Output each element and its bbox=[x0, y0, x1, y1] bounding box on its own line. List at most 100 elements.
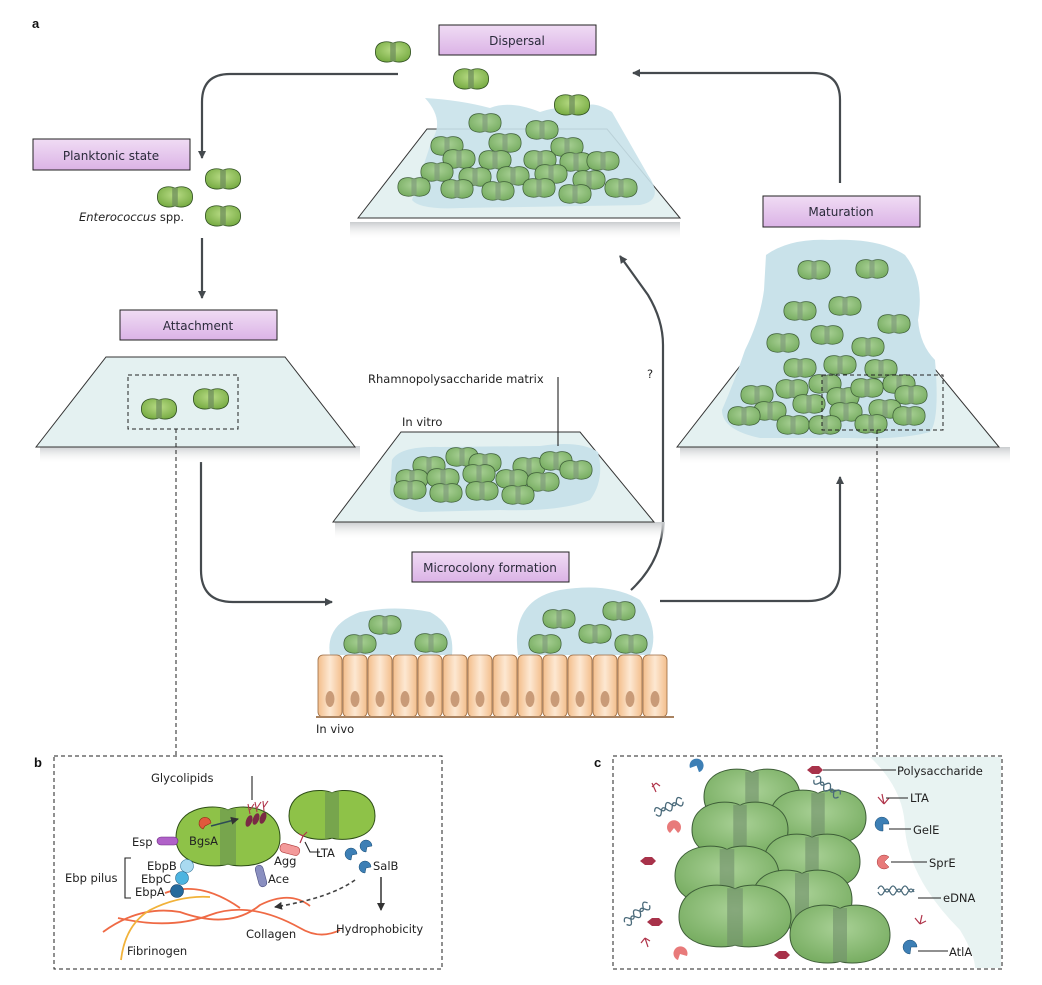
edna-icon bbox=[813, 775, 842, 799]
epithelial-cell bbox=[367, 654, 393, 718]
cell-nucleus bbox=[350, 691, 360, 707]
epithelial-cell bbox=[592, 654, 618, 718]
bgsa-arrow bbox=[210, 816, 239, 827]
biofilm-bacterium bbox=[678, 884, 792, 948]
in-vivo-label: In vivo bbox=[316, 722, 354, 736]
epithelial-cell bbox=[317, 654, 343, 718]
lta-leader bbox=[304, 841, 320, 853]
planktonic-cell bbox=[156, 186, 194, 208]
cell-nucleus bbox=[525, 691, 535, 707]
planktonic-label: Planktonic state bbox=[63, 149, 159, 163]
epithelial-cell bbox=[392, 654, 418, 718]
cycle-arrows: ? bbox=[198, 69, 844, 606]
glycolipids-icon bbox=[245, 800, 269, 827]
collagen-label: Collagen bbox=[246, 927, 296, 941]
salb-label: SalB bbox=[373, 859, 399, 873]
attachment-cell bbox=[140, 398, 178, 420]
ebpb-label: EbpB bbox=[147, 859, 177, 873]
cell-nucleus bbox=[550, 691, 560, 707]
microcolony-stage: Microcolony formation In vivo bbox=[316, 551, 674, 736]
agg-label: Agg bbox=[274, 854, 296, 868]
polysaccharide-icon bbox=[807, 766, 823, 774]
ebpa-label: EbpA bbox=[135, 885, 165, 899]
collagen-fiber bbox=[117, 908, 341, 936]
panel-b-letter: b bbox=[34, 755, 42, 770]
cell-nucleus bbox=[575, 691, 585, 707]
epithelial-cell bbox=[417, 654, 443, 718]
gele-icon bbox=[689, 758, 704, 773]
fibrinogen-fiber bbox=[120, 895, 211, 961]
attachment-stage: Attachment bbox=[34, 309, 360, 755]
salb-to-collagen-arrow bbox=[274, 879, 356, 910]
lta-label-c: LTA bbox=[910, 791, 929, 805]
cell-nucleus bbox=[475, 691, 485, 707]
bgsa-icon bbox=[198, 817, 212, 830]
cell-nucleus bbox=[600, 691, 610, 707]
in-vitro-shadow bbox=[335, 522, 665, 540]
atla-label: AtlA bbox=[949, 945, 972, 959]
maturation-shadow bbox=[680, 447, 1010, 465]
esp-icon bbox=[156, 836, 179, 846]
lta-icon bbox=[298, 831, 308, 844]
lta-icon bbox=[640, 937, 651, 948]
cell-nucleus bbox=[500, 691, 510, 707]
ebpb-icon bbox=[180, 859, 194, 873]
spre-icon bbox=[667, 820, 682, 833]
biofilm-bacterium bbox=[769, 789, 867, 845]
attachment-cell bbox=[192, 388, 230, 410]
cell-nucleus bbox=[425, 691, 435, 707]
arrow-attachment-to-microcolony bbox=[199, 462, 333, 606]
lta-label-b: LTA bbox=[316, 846, 335, 860]
species-suffix: spp. bbox=[156, 210, 184, 224]
polysaccharide-icon bbox=[774, 951, 790, 959]
planktonic-stage: Planktonic state Enterococcus spp. bbox=[32, 138, 242, 227]
neighbour-bacterium bbox=[288, 790, 376, 840]
spre-label: SprE bbox=[929, 856, 956, 870]
in-vitro-label: In vitro bbox=[402, 415, 442, 429]
arrow-maturation-to-dispersal bbox=[632, 69, 842, 183]
ebp-pilus-label: Ebp pilus bbox=[65, 871, 118, 885]
ace-label: Ace bbox=[268, 872, 289, 886]
in-vitro-stage: Rhamnopolysaccharide matrix In vitro bbox=[331, 372, 665, 540]
cell-nucleus bbox=[650, 691, 660, 707]
panel-c: c Polysaccharide LTA GelE SprE eDNA AtlA bbox=[594, 755, 1003, 970]
collagen-fiber bbox=[102, 896, 311, 933]
epithelial-cell bbox=[642, 654, 668, 718]
edna-icon bbox=[623, 901, 651, 926]
cell-nucleus bbox=[625, 691, 635, 707]
epithelial-cell bbox=[517, 654, 543, 718]
ebpc-label: EbpC bbox=[141, 872, 171, 886]
maturation-stage: Maturation bbox=[675, 195, 1010, 755]
panel-c-letter: c bbox=[594, 755, 601, 770]
dispersal-stage: Dispersal bbox=[350, 24, 682, 240]
ebpa-icon bbox=[170, 884, 184, 898]
cell-nucleus bbox=[375, 691, 385, 707]
microcolony-label: Microcolony formation bbox=[423, 561, 557, 575]
edna-icon bbox=[653, 796, 684, 817]
lta-icon bbox=[651, 782, 661, 793]
epithelial-cell bbox=[342, 654, 368, 718]
maturation-zoom-box bbox=[821, 374, 944, 431]
panel-a-letter: a bbox=[32, 16, 40, 31]
esp-label: Esp bbox=[132, 835, 153, 849]
salb-icon bbox=[344, 839, 373, 874]
hydrophobicity-label: Hydrophobicity bbox=[336, 922, 423, 936]
epithelial-cell bbox=[567, 654, 593, 718]
epithelial-cell bbox=[467, 654, 493, 718]
matrix-label: Rhamnopolysaccharide matrix bbox=[368, 372, 544, 386]
attachment-label: Attachment bbox=[163, 319, 234, 333]
panel-b: b Glycolipids BgsA Esp bbox=[34, 755, 443, 970]
attachment-label-box bbox=[119, 309, 278, 341]
panel-b-frame bbox=[53, 755, 443, 970]
species-label: Enterococcus spp. bbox=[79, 210, 184, 224]
polysaccharide-icon bbox=[640, 857, 656, 865]
cell-nucleus bbox=[325, 691, 335, 707]
maturation-label: Maturation bbox=[808, 205, 873, 219]
arrow-microcolony-to-dispersal bbox=[619, 255, 665, 591]
biofilm-bacterium bbox=[691, 801, 789, 857]
bgsa-label: BgsA bbox=[189, 834, 218, 848]
biofilm-bacterium bbox=[789, 904, 891, 964]
planktonic-cell bbox=[204, 168, 242, 190]
attachment-zoom-box bbox=[127, 374, 239, 430]
